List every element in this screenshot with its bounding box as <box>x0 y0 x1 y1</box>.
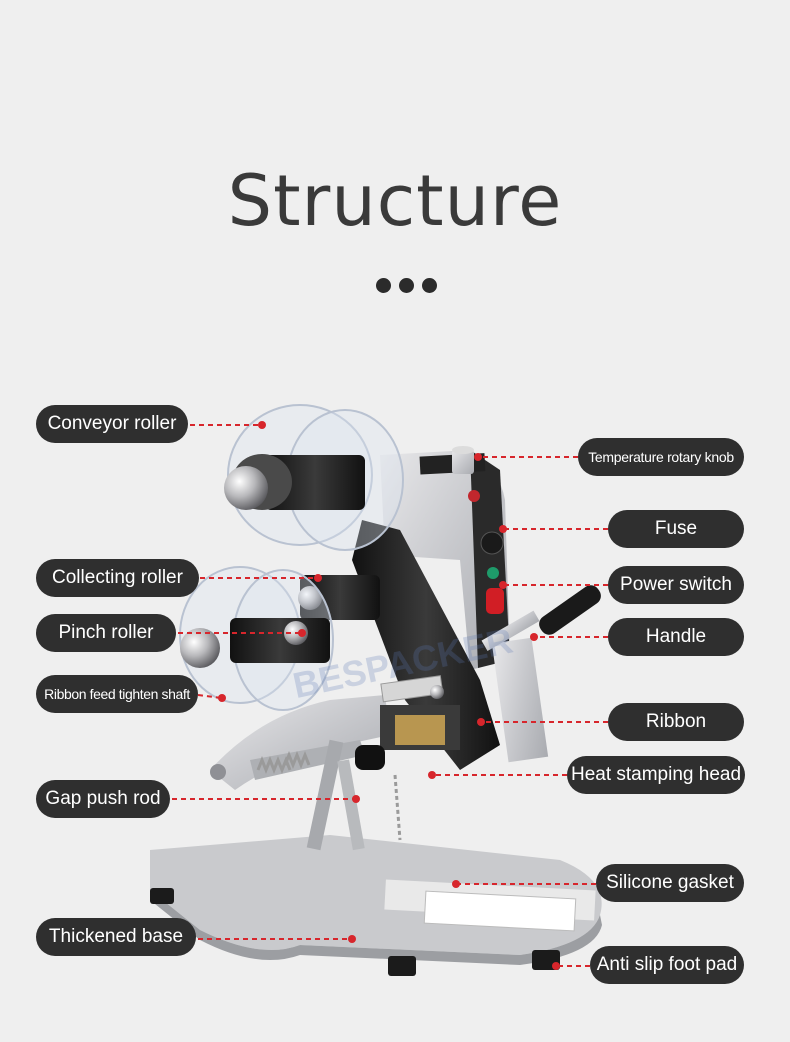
label-temperature-rotary-knob: Temperature rotary knob <box>578 438 744 476</box>
label-collecting-roller: Collecting roller <box>36 559 199 597</box>
label-power-switch: Power switch <box>608 566 744 604</box>
roller-cap-icon <box>180 628 220 668</box>
roller-cap-icon <box>224 466 268 510</box>
label-silicone-gasket: Silicone gasket <box>596 864 744 902</box>
lever-arm <box>210 695 390 790</box>
adjust-knob <box>355 745 385 770</box>
title-dots <box>376 278 445 298</box>
collecting-roller <box>298 575 380 620</box>
foot-pad <box>388 956 416 976</box>
page-title: Structure <box>227 160 563 242</box>
leader-dots <box>218 421 560 970</box>
dot-icon <box>376 278 391 293</box>
fuse <box>480 531 504 555</box>
handle <box>481 585 601 652</box>
dot-icon <box>399 278 414 293</box>
conveyor-roller <box>224 404 404 551</box>
dot-icon <box>422 278 437 293</box>
thickened-base <box>150 835 602 965</box>
label-handle: Handle <box>608 618 744 656</box>
label-conveyor-roller: Conveyor roller <box>36 405 188 443</box>
label-gap-push-rod: Gap push rod <box>36 780 170 818</box>
leader-lines <box>172 424 608 967</box>
gap-push-rod <box>306 739 344 851</box>
temperature-rotary-knob <box>452 446 474 474</box>
label-heat-stamping-head: Heat stamping head <box>567 756 745 794</box>
product-label-sticker <box>423 890 577 932</box>
label-pinch-roller: Pinch roller <box>36 614 176 652</box>
ribbon <box>352 520 500 770</box>
foot-pad <box>150 888 174 904</box>
pinch-roller <box>179 566 334 711</box>
label-thickened-base: Thickened base <box>36 918 196 956</box>
label-ribbon: Ribbon <box>608 703 744 741</box>
label-ribbon-feed-tighten-shaft: Ribbon feed tighten shaft <box>36 675 198 713</box>
label-anti-slip-foot-pad: Anti slip foot pad <box>590 946 744 984</box>
green-indicator-icon <box>487 567 499 579</box>
power-switch <box>486 588 504 614</box>
indicator-light-icon <box>468 490 480 502</box>
label-fuse: Fuse <box>608 510 744 548</box>
springs <box>256 750 311 775</box>
